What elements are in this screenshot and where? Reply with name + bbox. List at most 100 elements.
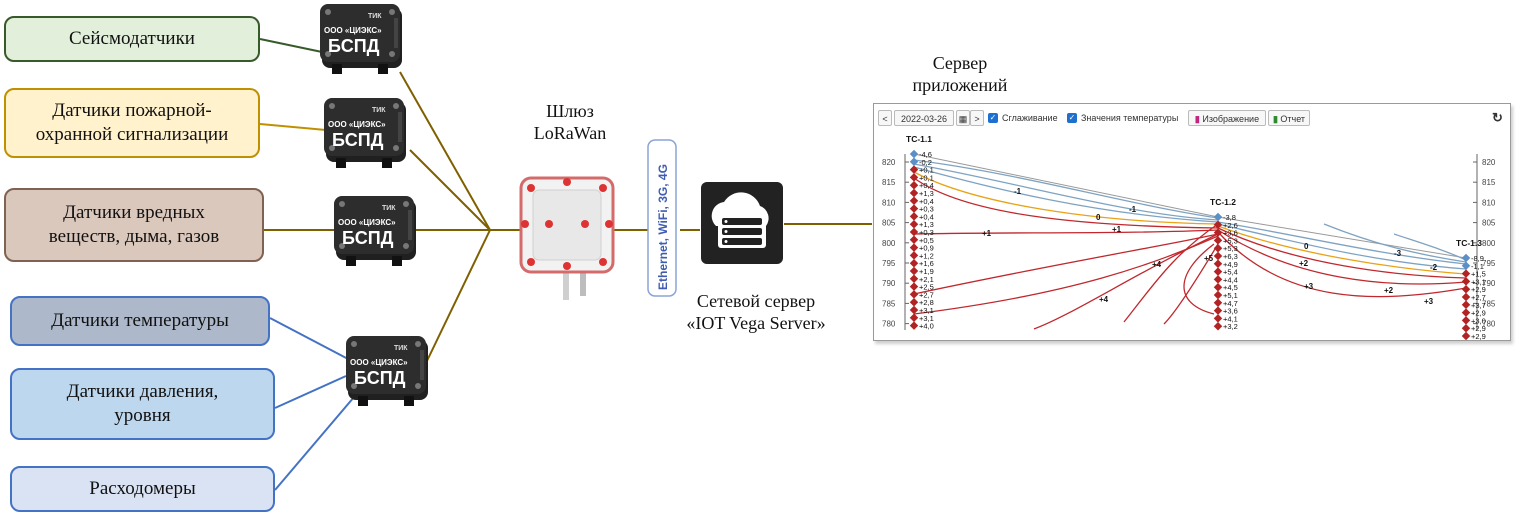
temperature-value: +2,7 (919, 290, 934, 299)
temperature-value: +4,1 (1223, 314, 1238, 323)
temperature-marker (1213, 282, 1223, 292)
pressure-sensors-box: Датчики давления,уровня (10, 368, 275, 440)
temperature-marker (1213, 275, 1223, 284)
date-input[interactable]: 2022-03-26 (894, 110, 954, 126)
calendar-icon[interactable]: ▦ (956, 110, 970, 126)
isoline (1323, 223, 1467, 263)
report-file-icon: ▮ (1272, 114, 1278, 124)
device-name: БСПД (342, 228, 394, 248)
temperature-value: +1,6 (919, 259, 934, 268)
bspd-device-2: ТИК ООО «ЦИЭКС» БСПД (324, 98, 406, 168)
contour-label: -2 (1430, 263, 1438, 272)
trunk-1 (399, 71, 491, 231)
app-server-line2: приложений (912, 75, 1008, 95)
isoline (913, 233, 1219, 295)
bspd-device-4: ТИК ООО «ЦИЭКС» БСПД (346, 336, 428, 406)
left-tick-label: 815 (882, 178, 896, 187)
temperature-marker (909, 297, 919, 307)
pressure-label-line2: уровня (114, 405, 171, 426)
temperature-value: +4,4 (1223, 275, 1238, 284)
network-server-line2: «IOT Vega Server» (686, 313, 826, 333)
left-tick-label: 790 (882, 279, 896, 288)
temperature-marker (1213, 259, 1223, 269)
contour-label: +1 (1112, 225, 1122, 234)
contour-label: +2 (1384, 286, 1394, 295)
left-tick-label: 785 (882, 299, 896, 308)
link-fire (259, 123, 327, 131)
temperature-value: -1,1 (1471, 262, 1484, 271)
temperature-values-checkbox[interactable]: ✓ (1067, 113, 1077, 123)
temperature-marker (1461, 308, 1471, 317)
gateway-label: Шлюз LoRaWan (520, 100, 620, 144)
device-badge: ТИК (394, 345, 408, 352)
report-button-label: Отчет (1280, 114, 1306, 124)
temperature-value: +3,1 (919, 314, 934, 323)
app-server-line1: Сервер (932, 53, 988, 73)
bspd-device-1: ТИК ООО «ЦИЭКС» БСПД (320, 4, 402, 74)
next-date-button[interactable]: > (970, 110, 984, 126)
report-button[interactable]: ▮ Отчет (1268, 110, 1310, 126)
contour-label: +3 (1304, 282, 1314, 291)
well-name: ТС-1.3 (1456, 238, 1482, 248)
temperature-value: +1,3 (919, 220, 934, 229)
temperature-marker (1213, 314, 1223, 323)
temperature-marker (1461, 316, 1471, 325)
contour-label: +2 (1299, 259, 1309, 268)
temperature-values-label: Значения температуры (1081, 113, 1179, 123)
isoline (913, 159, 1219, 219)
isoline (1217, 223, 1467, 270)
temperature-marker (909, 305, 919, 315)
temperature-value: +1,2 (919, 251, 934, 260)
temperature-marker (909, 243, 919, 252)
temperature-value: +0,4 (919, 181, 934, 190)
link-seismic (259, 38, 323, 53)
temperature-marker (1461, 331, 1471, 340)
device-brand: ООО «ЦИЭКС» (328, 120, 386, 129)
image-button[interactable]: ▮ Изображение (1188, 110, 1266, 126)
fire-alarm-sensors-box: Датчики пожарной-охранной сигнализации (4, 88, 260, 158)
left-tick-label: 800 (882, 239, 896, 248)
isoline (1123, 223, 1219, 323)
refresh-icon[interactable]: ↻ (1492, 110, 1503, 125)
fire-label-line1: Датчики пожарной- (52, 100, 212, 121)
temperature-value: +2,7 (1471, 293, 1486, 302)
temperature-value: +1,5 (1471, 270, 1486, 279)
device-brand: ООО «ЦИЭКС» (324, 26, 382, 35)
temperature-marker (1461, 277, 1471, 286)
contour-label: -3 (1394, 249, 1402, 258)
prev-date-button[interactable]: < (878, 110, 892, 126)
temperature-value: +4,9 (1223, 260, 1238, 269)
app-server-label: Сервер приложений (880, 52, 1040, 96)
temperature-value: +4,0 (919, 322, 934, 331)
temperature-marker (909, 188, 919, 198)
isoline (1183, 243, 1215, 315)
smoothing-checkbox[interactable]: ✓ (988, 113, 998, 123)
fire-label-line2: охранной сигнализации (35, 124, 229, 145)
temp-label: Датчики температуры (51, 310, 229, 331)
temperature-marker (1461, 292, 1471, 302)
temperature-value: +0,4 (919, 212, 934, 221)
device-badge: ТИК (382, 205, 396, 212)
temperature-value: +2,9 (1471, 309, 1486, 318)
contour-label: +5 (1204, 254, 1214, 263)
left-tick-label: 795 (882, 259, 896, 268)
isoline (1217, 225, 1467, 275)
temperature-value: +1,9 (919, 267, 934, 276)
temperature-marker (909, 258, 919, 268)
contour-label: +4 (1152, 260, 1162, 269)
temperature-marker (909, 149, 919, 159)
channel-badge: Ethernet, WiFi, 3G, 4G (647, 139, 677, 297)
temperature-marker (909, 196, 919, 206)
temperature-value: +0,1 (919, 166, 934, 175)
channel-label: Ethernet, WiFi, 3G, 4G (656, 164, 670, 290)
temperature-marker (1213, 306, 1223, 315)
temperature-value: +0,5 (919, 236, 934, 245)
temperature-value: +3,2 (1223, 322, 1238, 331)
link-pressure (274, 375, 347, 409)
device-name: БСПД (354, 368, 406, 388)
temperature-value: -8,9 (1471, 254, 1484, 263)
isoline (1217, 221, 1467, 265)
right-tick-label: 810 (1482, 198, 1496, 207)
